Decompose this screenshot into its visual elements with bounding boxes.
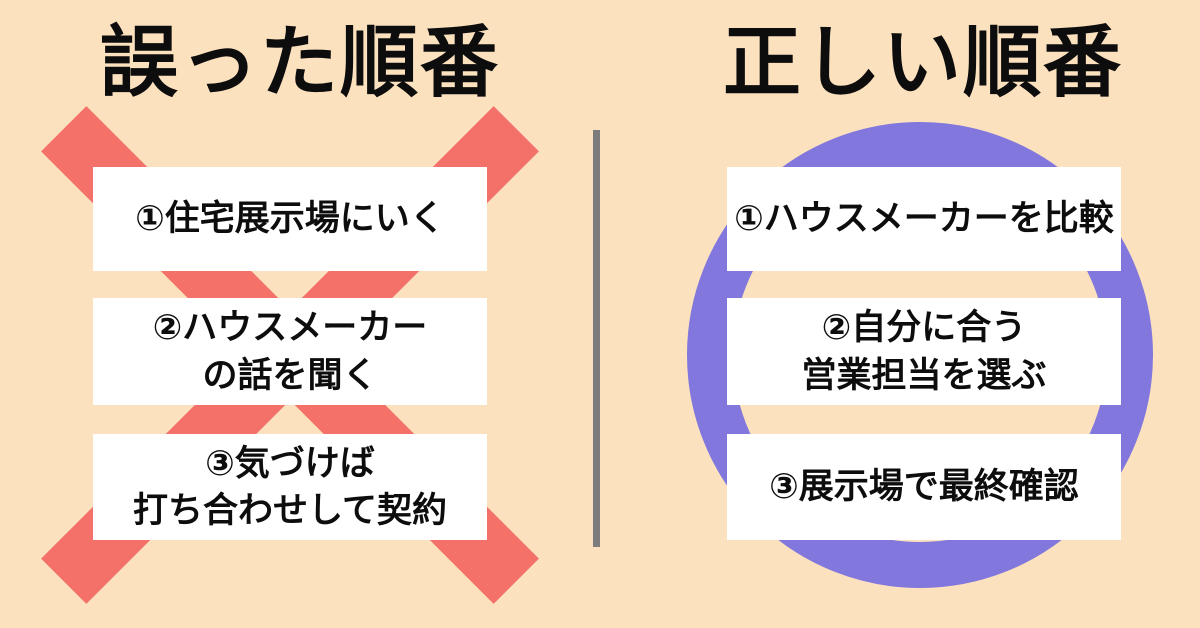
wrong-step-1-text: ①住宅展示場にいく [135, 199, 445, 239]
correct-step-1-text: ①ハウスメーカーを比較 [734, 199, 1114, 239]
wrong-step-2-box: ②ハウスメーカー の話を聞く [93, 298, 487, 405]
wrong-step-3-text-line1: ③気づけば [205, 443, 375, 483]
correct-step-2-text-line1: ②自分に合う [821, 308, 1027, 348]
correct-step-1-box: ①ハウスメーカーを比較 [727, 167, 1121, 271]
correct-step-3-text: ③展示場で最終確認 [769, 467, 1079, 507]
correct-step-2-box: ②自分に合う 営業担当を選ぶ [727, 298, 1121, 405]
wrong-order-title: 誤った順番 [99, 18, 500, 106]
correct-step-2-text-line2: 営業担当を選ぶ [801, 355, 1047, 395]
wrong-step-2-text-line1: ②ハウスメーカー [152, 308, 428, 348]
wrong-step-2-text-line2: の話を聞く [202, 355, 378, 395]
correct-step-3-box: ③展示場で最終確認 [727, 434, 1121, 540]
correct-order-title: 正しい順番 [722, 18, 1123, 106]
wrong-step-1-box: ①住宅展示場にいく [93, 167, 487, 271]
wrong-step-3-text-line2: 打ち合わせして契約 [133, 491, 447, 530]
vertical-divider [593, 130, 600, 547]
wrong-step-3-box: ③気づけば 打ち合わせして契約 [93, 434, 487, 540]
